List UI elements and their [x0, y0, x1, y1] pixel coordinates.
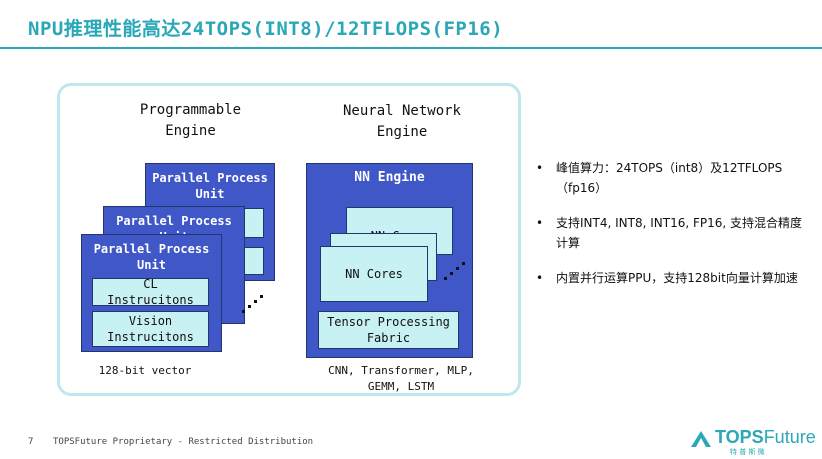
nn-engine-title: NN Engine: [354, 170, 425, 185]
topsfuture-logo: TOPSFuture 特 普 斯 微: [690, 427, 816, 457]
more-units-ellipsis: [242, 295, 263, 313]
bullet-peak-compute: • 峰值算力：24TOPS（int8）及12TFLOPS（fp16）: [534, 158, 804, 198]
vector-caption: 128-bit vector: [98, 364, 192, 377]
neural-network-engine-heading: Neural Network Engine: [342, 103, 461, 140]
slide-title: NPU推理性能高达24TOPS(INT8)/12TFLOPS(FP16): [28, 18, 504, 40]
more-cores-ellipsis: [444, 262, 465, 280]
bullet-marker: •: [536, 161, 544, 175]
bullet-text: 支持INT4, INT8, INT16, FP16, 支持混合精度计算: [556, 216, 803, 250]
page-number: 7: [28, 437, 34, 447]
bullet-marker: •: [536, 271, 544, 285]
feature-bullet-list: • 峰值算力：24TOPS（int8）及12TFLOPS（fp16） • 支持I…: [534, 158, 804, 303]
bullet-precision-support: • 支持INT4, INT8, INT16, FP16, 支持混合精度计算: [534, 213, 804, 253]
bullet-marker: •: [536, 216, 544, 230]
footer-text: TOPSFuture Proprietary - Restricted Dist…: [53, 437, 314, 447]
logo-wordmark: TOPSFuture: [715, 427, 816, 447]
tensor-processing-fabric: Tensor Processing Fabric: [318, 311, 459, 349]
bullet-text: 内置并行运算PPU，支持128bit向量计算加速: [556, 271, 798, 285]
logo-subtitle: 特 普 斯 微: [730, 448, 765, 456]
bullet-ppu: • 内置并行运算PPU，支持128bit向量计算加速: [534, 268, 804, 288]
logo-mark-icon: [691, 431, 711, 447]
nn-workloads-caption: CNN, Transformer, MLP, GEMM, LSTM: [328, 364, 474, 393]
nn-cores-front: NN Cores: [320, 246, 428, 302]
bullet-text: 峰值算力：24TOPS（int8）及12TFLOPS（fp16）: [556, 161, 783, 195]
vision-instructions-block: Vision Instrucitons: [92, 311, 209, 347]
cl-instructions-block: CL Instrucitons: [92, 278, 209, 306]
programmable-engine-heading: Programmable Engine: [139, 102, 242, 139]
title-divider: [0, 47, 822, 49]
